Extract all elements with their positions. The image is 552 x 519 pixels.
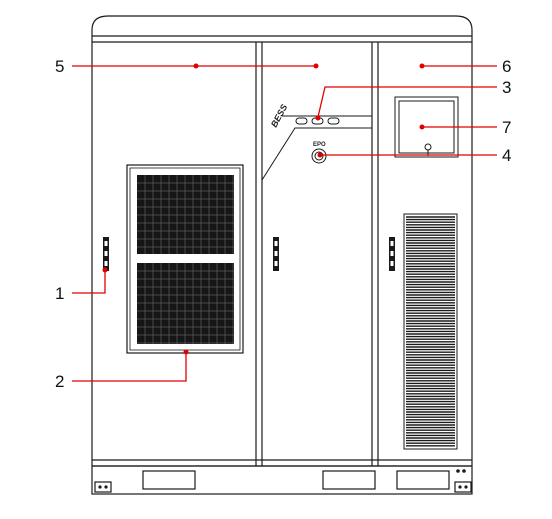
- cabinet-base: [91, 465, 473, 495]
- callout-7: 7: [502, 118, 511, 137]
- control-panel: BESS EPO: [261, 103, 372, 181]
- cabinet-roof: [91, 15, 473, 36]
- callout-dots: [102, 63, 425, 355]
- leader-3: [317, 86, 497, 118]
- base-foot-left: [94, 481, 112, 493]
- base-slot-middle: [322, 470, 376, 490]
- leader-1: [72, 270, 106, 294]
- indicator-lamp-1: [295, 117, 308, 125]
- epo-label: EPO: [313, 142, 326, 148]
- callout-numbers: 1 2 3 4 5 6 7: [55, 57, 511, 391]
- filter-mesh-lower: [137, 263, 234, 344]
- callout-5: 5: [55, 57, 64, 76]
- base-foot-right: [454, 481, 472, 493]
- callout-1: 1: [55, 284, 64, 303]
- leader-2: [72, 352, 187, 382]
- callout-6: 6: [502, 57, 511, 76]
- callout-3: 3: [502, 78, 511, 97]
- callout-2: 2: [55, 372, 64, 391]
- cabinet: [91, 15, 473, 495]
- base-slot-left: [142, 470, 196, 490]
- callout-4: 4: [502, 146, 511, 165]
- filter-mesh-upper: [137, 175, 234, 254]
- base-bolts: [98, 469, 468, 489]
- door-handles: [103, 237, 395, 271]
- emergency-stop-button: [311, 148, 327, 164]
- door-handle-middle: [273, 237, 279, 271]
- door-handle-right: [389, 237, 395, 271]
- base-slot-right: [396, 470, 450, 490]
- ventilation-louvers: [403, 213, 458, 450]
- indicator-lamp-3: [327, 117, 340, 125]
- door-handle-left: [103, 237, 109, 271]
- air-filter: [126, 164, 244, 354]
